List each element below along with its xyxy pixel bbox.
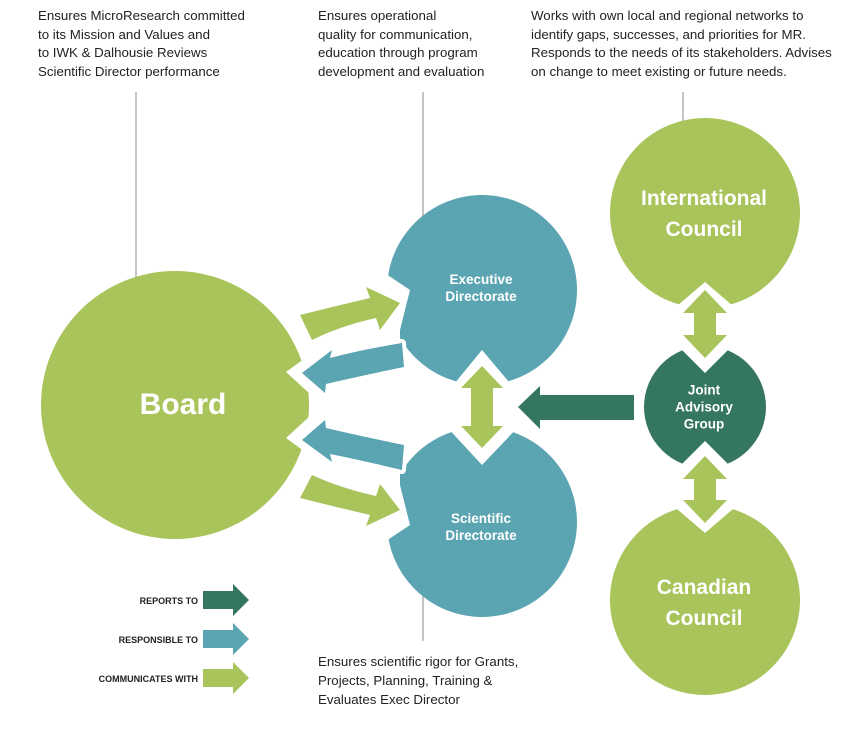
board-node[interactable]: [41, 271, 309, 539]
legend-arrow-responsible-to: [203, 623, 249, 655]
international-council-node[interactable]: [610, 118, 800, 308]
joint-advisory-group-node[interactable]: [644, 346, 766, 468]
executive-directorate-node[interactable]: [387, 195, 577, 385]
international-council-label: International Council: [640, 187, 768, 241]
arrow-exec-sci-bidirectional: [461, 366, 503, 448]
international-council-description: Works with own local and regional networ…: [531, 8, 832, 79]
scientific-directorate-node[interactable]: [387, 427, 577, 617]
arrow-sci-to-board: [298, 416, 408, 474]
canadian-council-node[interactable]: [610, 505, 800, 695]
board-label: Board: [139, 388, 227, 421]
scientific-directorate-description: Ensures scientific rigor for Grants, Pro…: [318, 654, 519, 707]
arrow-intl-jag-bidirectional: [683, 290, 727, 358]
arrow-board-to-sci: [296, 471, 404, 530]
legend-arrow-reports-to: [203, 584, 249, 616]
arrow-exec-to-board: [298, 339, 408, 397]
canadian-council-label: Canadian Council: [656, 576, 752, 630]
legend-arrow-communicates-with: [203, 662, 249, 694]
legend-label-reports-to: REPORTS TO: [139, 596, 198, 606]
scientific-directorate-label: Scientific Directorate: [445, 511, 517, 543]
arrow-board-to-exec: [296, 283, 404, 344]
executive-directorate-label: Executive Directorate: [445, 272, 517, 304]
joint-advisory-group-label: Joint Advisory Group: [675, 382, 733, 432]
legend-label-communicates-with: COMMUNICATES WITH: [98, 674, 198, 684]
executive-directorate-description: Ensures operational quality for communic…: [318, 8, 485, 79]
legend-label-responsible-to: RESPONSIBLE TO: [118, 635, 198, 645]
arrow-jag-canadian-bidirectional: [683, 456, 727, 523]
board-description: Ensures MicroResearch committed to its M…: [38, 8, 245, 79]
arrow-jag-reports-to: [518, 386, 634, 429]
